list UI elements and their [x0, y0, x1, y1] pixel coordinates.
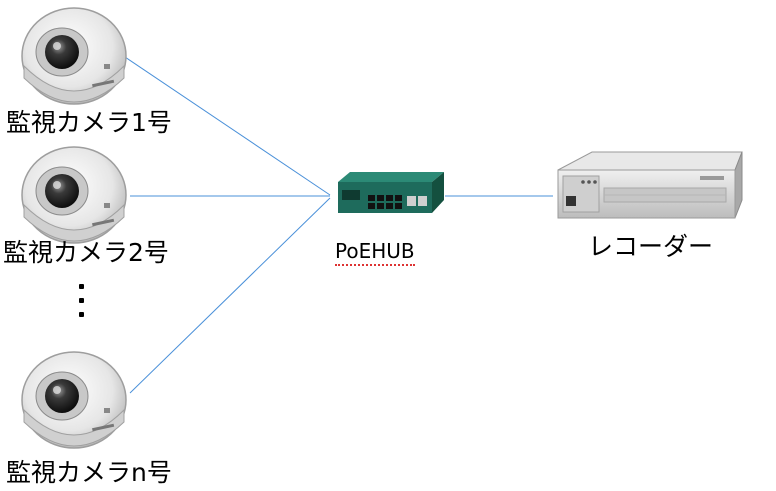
camera-2-icon — [21, 146, 127, 244]
hub-label-text: PoEHUB — [335, 239, 415, 266]
link-camera-1-hub — [124, 56, 331, 196]
link-camera-n-hub — [129, 197, 331, 394]
poe-switch-icon — [338, 172, 444, 213]
camera-1-label: 監視カメラ1号 — [6, 108, 172, 137]
vertical-ellipsis — [79, 284, 85, 326]
camera-n-icon — [21, 351, 127, 449]
camera-n-label: 監視カメラn号 — [6, 458, 172, 487]
camera-1-icon — [21, 7, 127, 105]
connection-lines — [124, 56, 553, 394]
hub-label: PoEHUB — [335, 239, 415, 266]
recorder-icon — [557, 151, 743, 219]
recorder-label: レコーダー — [588, 232, 714, 261]
camera-2-label: 監視カメラ2号 — [3, 238, 169, 267]
